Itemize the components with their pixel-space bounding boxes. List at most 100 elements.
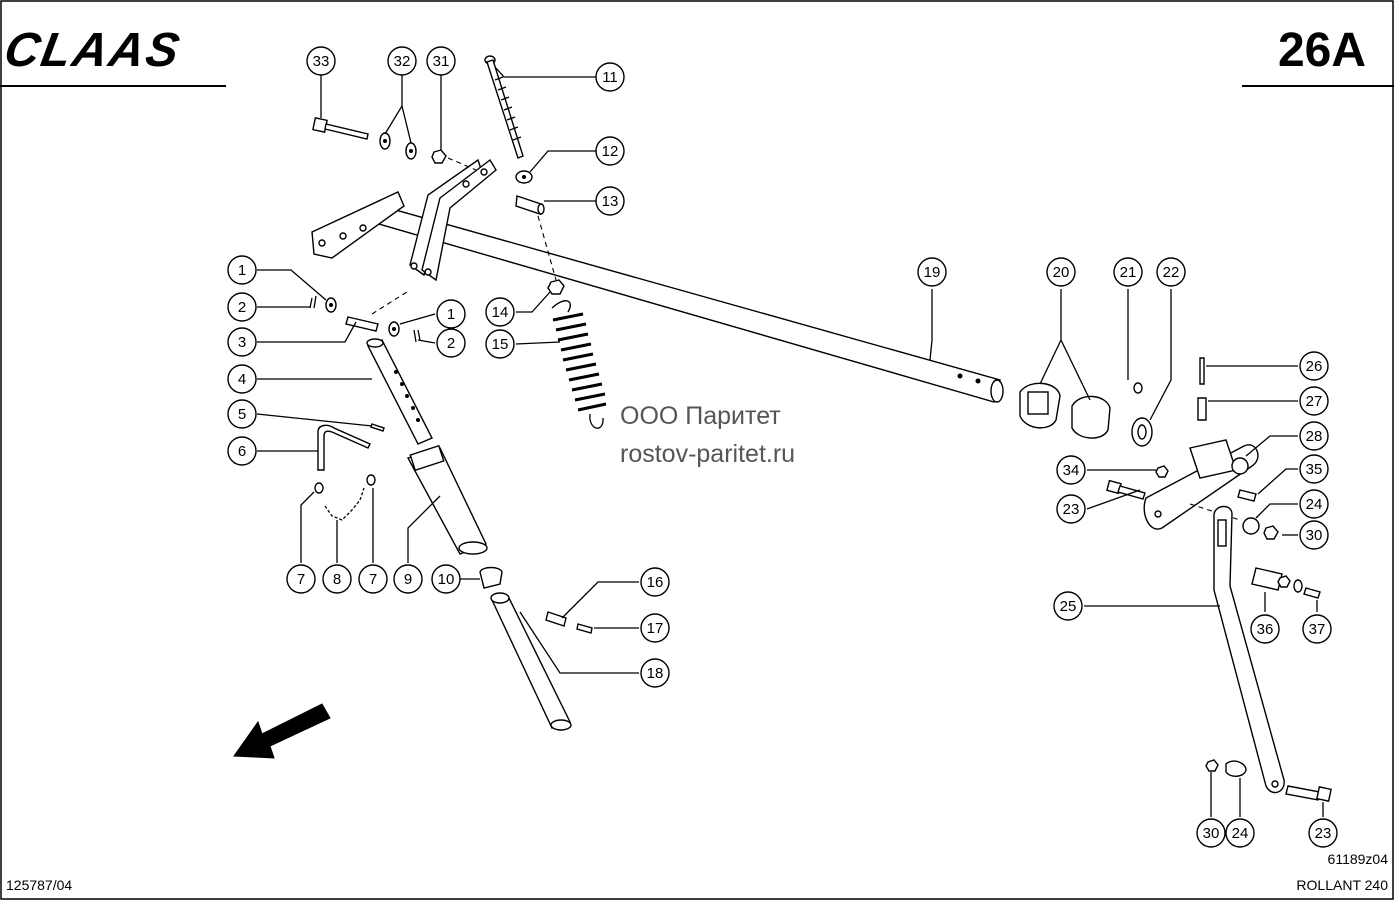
callout-bubble: 9 bbox=[393, 564, 423, 594]
callout-number: 12 bbox=[602, 143, 619, 160]
callout-circle bbox=[1299, 421, 1329, 451]
callout-number: 10 bbox=[438, 571, 455, 588]
callout-circle bbox=[322, 564, 352, 594]
cylinder-pins bbox=[1197, 357, 1207, 421]
callout-circle bbox=[1299, 489, 1329, 519]
callout-circle bbox=[1113, 257, 1143, 287]
callout-number: 35 bbox=[1306, 461, 1323, 478]
callout-circle bbox=[1225, 818, 1255, 848]
callout-circle bbox=[1299, 351, 1329, 381]
callout-bubble: 30 bbox=[1299, 520, 1329, 550]
callout-bubble: 28 bbox=[1299, 421, 1329, 451]
callout-bubble: 7 bbox=[358, 564, 388, 594]
callout-number: 37 bbox=[1309, 621, 1326, 638]
callout-bubble: 4 bbox=[227, 364, 257, 394]
callout-bubble: 5 bbox=[227, 399, 257, 429]
callout-bubble: 15 bbox=[485, 329, 515, 359]
callout-number: 4 bbox=[238, 371, 246, 388]
callout-bubble: 23 bbox=[1308, 818, 1338, 848]
callout-bubble: 24 bbox=[1299, 489, 1329, 519]
callout-number: 15 bbox=[492, 336, 509, 353]
threaded-rod bbox=[484, 55, 524, 159]
callout-circle bbox=[1053, 591, 1083, 621]
callout-circle bbox=[431, 564, 461, 594]
callout-number: 30 bbox=[1203, 825, 1220, 842]
callout-bubble: 35 bbox=[1299, 454, 1329, 484]
callout-bubble: 14 bbox=[485, 297, 515, 327]
callout-number: 7 bbox=[297, 571, 305, 588]
callout-circle bbox=[227, 364, 257, 394]
adjustment-tube bbox=[366, 338, 433, 445]
callout-circle bbox=[227, 292, 257, 322]
logo-lettering: CLAAS bbox=[0, 23, 185, 77]
callout-circle bbox=[436, 328, 466, 358]
page-number: 26A bbox=[1278, 24, 1366, 77]
callout-bubble: 8 bbox=[322, 564, 352, 594]
callout-circle bbox=[595, 62, 625, 92]
callout-bubble: 37 bbox=[1302, 614, 1332, 644]
callout-circle bbox=[595, 186, 625, 216]
callout-bubble: 31 bbox=[426, 46, 456, 76]
callout-bubble: 6 bbox=[227, 436, 257, 466]
callout-number: 32 bbox=[394, 53, 411, 70]
callout-circle bbox=[1299, 520, 1329, 550]
callout-number: 19 bbox=[924, 264, 941, 281]
callout-circle bbox=[358, 564, 388, 594]
callout-circle bbox=[1056, 455, 1086, 485]
right-bracket bbox=[1106, 439, 1259, 530]
callout-number: 31 bbox=[433, 53, 450, 70]
callout-number: 20 bbox=[1053, 264, 1070, 281]
callout-number: 11 bbox=[602, 69, 618, 86]
callout-number: 17 bbox=[647, 620, 664, 637]
callout-circle bbox=[286, 564, 316, 594]
callout-bubble: 2 bbox=[436, 328, 466, 358]
guide-sleeve bbox=[406, 444, 488, 555]
callout-bubble: 7 bbox=[286, 564, 316, 594]
watermark-company: ООО Паритет bbox=[620, 402, 781, 430]
callout-circle bbox=[640, 567, 670, 597]
callout-bubble: 20 bbox=[1046, 257, 1076, 287]
callout-bubble: 22 bbox=[1156, 257, 1186, 287]
leader-lines bbox=[256, 67, 1324, 817]
mounting-plate-left bbox=[311, 191, 405, 259]
callout-number: 2 bbox=[447, 335, 455, 352]
callout-circle bbox=[393, 564, 423, 594]
callout-number: 8 bbox=[333, 571, 341, 588]
callout-circle bbox=[436, 299, 466, 329]
tension-spring bbox=[551, 300, 607, 429]
callout-number: 13 bbox=[602, 193, 619, 210]
callout-bubble: 13 bbox=[595, 186, 625, 216]
callout-number: 16 bbox=[647, 574, 664, 591]
callout-bubble: 17 bbox=[640, 613, 670, 643]
callout-circle bbox=[227, 399, 257, 429]
callout-circle bbox=[227, 436, 257, 466]
callout-bubble: 19 bbox=[917, 257, 947, 287]
callout-circle bbox=[485, 329, 515, 359]
handle-chain-set bbox=[314, 424, 376, 521]
callout-circle bbox=[595, 136, 625, 166]
callout-bubble: 18 bbox=[640, 658, 670, 688]
callout-bubble: 26 bbox=[1299, 351, 1329, 381]
callout-bubble: 27 bbox=[1299, 386, 1329, 416]
callout-number: 23 bbox=[1315, 825, 1332, 842]
callout-bubble: 30 bbox=[1196, 818, 1226, 848]
arrow-down-left-icon bbox=[233, 703, 331, 759]
callout-circle bbox=[917, 257, 947, 287]
callout-number: 28 bbox=[1306, 428, 1323, 445]
callout-circle bbox=[1302, 614, 1332, 644]
callout-number: 24 bbox=[1232, 825, 1249, 842]
callout-number: 9 bbox=[404, 571, 412, 588]
callout-number: 30 bbox=[1306, 527, 1323, 544]
callout-bubble: 33 bbox=[306, 46, 336, 76]
callout-bubble: 11 bbox=[595, 62, 625, 92]
callout-bubble: 12 bbox=[595, 136, 625, 166]
callout-bubble: 3 bbox=[227, 327, 257, 357]
callout-number: 21 bbox=[1120, 264, 1137, 281]
callout-number: 34 bbox=[1063, 462, 1080, 479]
callout-number: 6 bbox=[238, 443, 246, 460]
callout-circle bbox=[1308, 818, 1338, 848]
callout-bubble: 23 bbox=[1056, 494, 1086, 524]
